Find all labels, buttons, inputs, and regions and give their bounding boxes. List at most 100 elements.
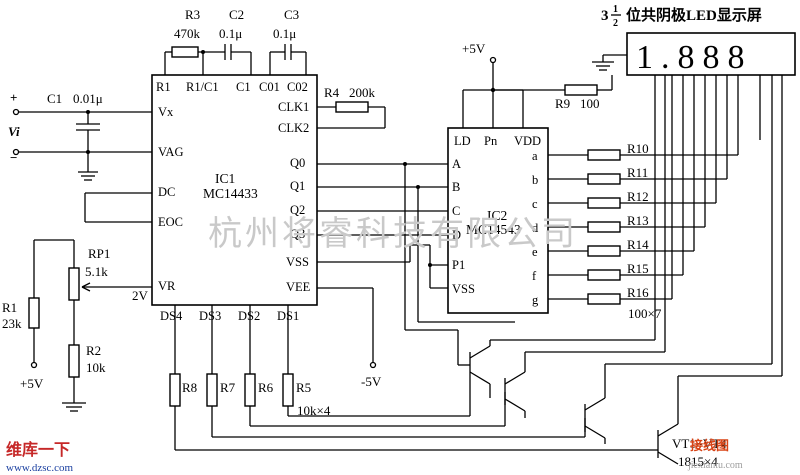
r4-value: 200k xyxy=(349,85,376,100)
r15-label: R15 xyxy=(627,261,649,276)
segment-resistor-16 xyxy=(587,293,621,305)
ic1-pin-q2: Q2 xyxy=(290,203,305,217)
segment-resistor-note: 100×7 xyxy=(628,306,662,321)
segment-resistor-12 xyxy=(587,197,621,209)
ic1-mc14433: IC1 MC14433 R1 R1/C1 C1 C01 C02 Vx VAG D… xyxy=(151,74,318,323)
plus5v-top-label: +5V xyxy=(462,41,486,56)
r7-resistor xyxy=(206,373,218,407)
r8-label: R8 xyxy=(182,380,197,395)
rp1-label: RP1 xyxy=(88,246,110,261)
r2-label: R2 xyxy=(86,343,101,358)
c1-value: 0.01μ xyxy=(73,91,103,106)
r9-value: 100 xyxy=(580,96,600,111)
bl-logo-text: 维库一下 xyxy=(6,440,70,459)
ic1-pin-vx: Vx xyxy=(158,105,174,119)
ic1-pin-c01: C01 xyxy=(259,80,280,94)
r16-label: R16 xyxy=(627,285,649,300)
ic1-pin-clk2: CLK2 xyxy=(278,121,309,135)
c2-label: C2 xyxy=(229,7,244,22)
r3-value: 470k xyxy=(174,26,201,41)
digit-driver-transistors: VT1~VT4 1815×4 xyxy=(403,75,783,469)
ic1-pin-dc: DC xyxy=(158,185,175,199)
ic1-pin-vee: VEE xyxy=(286,280,311,294)
ic1-pin-q1: Q1 xyxy=(290,179,305,193)
segment-resistor-10 xyxy=(587,149,621,161)
plus5v-ref-terminal xyxy=(30,361,38,369)
bl-logo-url: www.dzsc.com xyxy=(6,462,74,474)
ic2-pin-f-seg: f xyxy=(532,269,537,283)
c1-label: C1 xyxy=(47,91,62,106)
vt-part-label: 1815×4 xyxy=(678,454,718,469)
r3-resistor xyxy=(171,46,199,58)
minus5v-label: -5V xyxy=(361,374,382,389)
ic1-part: MC14433 xyxy=(203,186,258,201)
display-ground xyxy=(592,54,627,71)
segment-resistor-11 xyxy=(587,173,621,185)
vr-2v-label: 2V xyxy=(132,288,149,303)
ic1-pin-c1: C1 xyxy=(236,80,251,94)
ic1-name: IC1 xyxy=(215,171,235,186)
ic2-pin-d: D xyxy=(452,228,461,242)
ic2-pin-a: A xyxy=(452,157,461,171)
c3-label: C3 xyxy=(284,7,299,22)
ic1-pin-q0: Q0 xyxy=(290,156,305,170)
input-vi-label: Vi xyxy=(8,124,20,139)
ic1-pin-r1: R1 xyxy=(156,80,171,94)
ic1-pin-eoc: EOC xyxy=(158,215,183,229)
r4-label: R4 xyxy=(324,85,340,100)
plus5v-terminal xyxy=(489,56,497,64)
ic2-pin-b-seg: b xyxy=(532,173,538,187)
r13-label: R13 xyxy=(627,213,649,228)
r2-resistor xyxy=(68,344,80,378)
ic2-pin-b: B xyxy=(452,180,460,194)
c2-value: 0.1μ xyxy=(219,26,242,41)
r10-label: R10 xyxy=(627,141,649,156)
segment-resistor-14 xyxy=(587,245,621,257)
ic1-pin-vr: VR xyxy=(158,279,176,293)
r8-resistor xyxy=(169,373,181,407)
r2-value: 10k xyxy=(86,360,106,375)
segment-resistor-15 xyxy=(587,269,621,281)
ic2-pin-g-seg: g xyxy=(532,293,539,307)
ic2-mc14543: IC2 MC14543 LD Pn VDD A B C D P1 VSS a b… xyxy=(447,127,549,314)
segment-resistor-13 xyxy=(587,221,621,233)
ic1-pin-c02: C02 xyxy=(287,80,308,94)
ic2-part: MC14543 xyxy=(466,222,521,237)
minus5v-terminal xyxy=(369,361,377,369)
ic2-pin-pn: Pn xyxy=(484,134,498,148)
r14-label: R14 xyxy=(627,237,649,252)
input-minus-label: − xyxy=(10,150,17,165)
ic2-pin-a-seg: a xyxy=(532,149,538,163)
bottom-left-logo: 维库一下 www.dzsc.com xyxy=(6,440,74,474)
r1-label: R1 xyxy=(2,300,17,315)
rp1-potentiometer xyxy=(68,267,80,301)
ic2-pin-e-seg: e xyxy=(532,245,538,259)
ic2-name: IC2 xyxy=(487,208,507,223)
ic1-pin-ds2: DS2 xyxy=(238,309,260,323)
segment-resistor-bank: R10 R11 R12 R13 R14 R15 R16 100×7 xyxy=(548,75,761,321)
led-display: 1.888 xyxy=(626,32,796,76)
ic2-pin-c-seg: c xyxy=(532,197,538,211)
r9-resistor xyxy=(564,84,598,96)
ic1-pin-ds4: DS4 xyxy=(160,309,183,323)
c3-value: 0.1μ xyxy=(273,26,296,41)
title-main: 位共阴极LED显示屏 xyxy=(626,6,762,24)
ic2-pin-ld: LD xyxy=(454,134,471,148)
r5-label: R5 xyxy=(296,380,311,395)
r3-label: R3 xyxy=(185,7,200,22)
title-frac-den: 2 xyxy=(613,18,618,29)
ic1-pin-vss: VSS xyxy=(286,255,309,269)
ic2-pin-vdd: VDD xyxy=(514,134,541,148)
input-plus-label: + xyxy=(10,90,17,105)
br-logo-text: 接线图 xyxy=(690,438,729,453)
rp1-value: 5.1k xyxy=(85,264,108,279)
r12-label: R12 xyxy=(627,189,649,204)
title-frac-num: 1 xyxy=(613,4,618,15)
ic1-pin-q3: Q3 xyxy=(290,227,305,241)
center-watermark: 杭州将睿科技有限公司 xyxy=(208,215,578,253)
r6-label: R6 xyxy=(258,380,274,395)
ic1-pin-r1c1: R1/C1 xyxy=(186,80,219,94)
vt-label: VT1~VT4 xyxy=(672,436,727,451)
input-plus-terminal xyxy=(12,108,20,116)
